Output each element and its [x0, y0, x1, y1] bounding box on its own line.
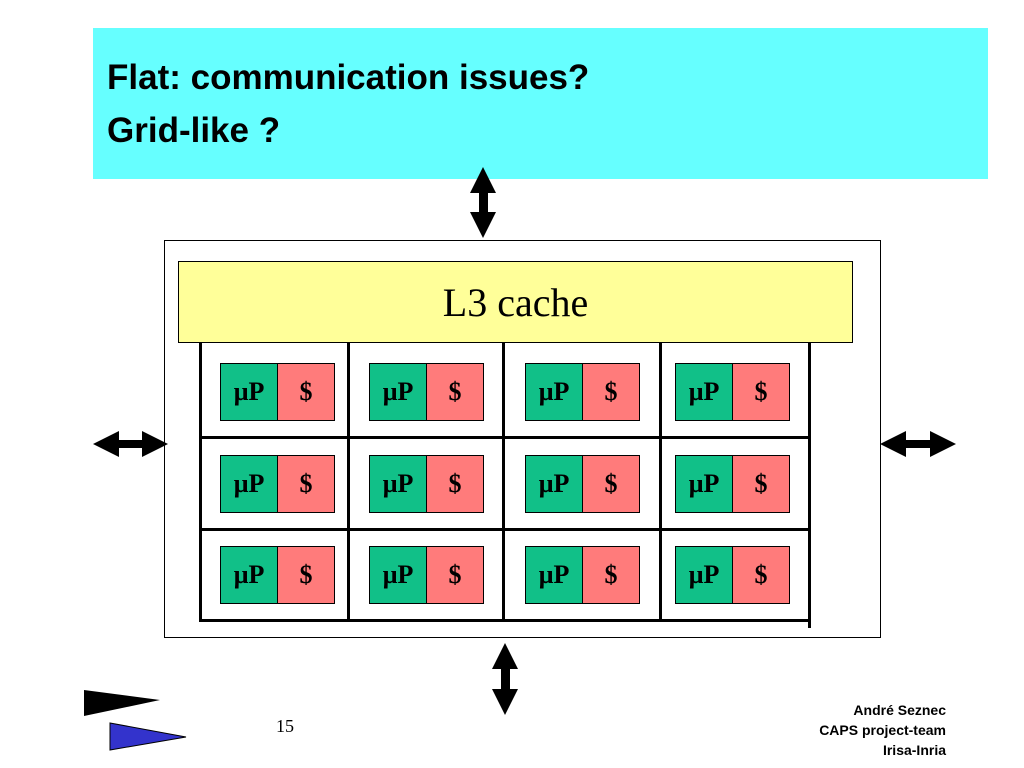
private-cache-label: $	[278, 364, 334, 420]
interconnect-hline-1	[199, 436, 811, 439]
processor-label: µP	[526, 547, 583, 603]
private-cache-label: $	[427, 547, 483, 603]
processor-label: µP	[676, 547, 733, 603]
processor-label: µP	[676, 456, 733, 512]
private-cache-label: $	[733, 364, 789, 420]
processor-label: µP	[676, 364, 733, 420]
private-cache-label: $	[427, 364, 483, 420]
private-cache-label: $	[583, 456, 639, 512]
slide-title-line-1: Flat: communication issues?	[107, 58, 590, 97]
core-r3-c1: µP$	[220, 546, 335, 604]
private-cache-label: $	[733, 547, 789, 603]
processor-label: µP	[221, 364, 278, 420]
arrow-left-horizontal	[93, 431, 168, 457]
core-r2-c1: µP$	[220, 455, 335, 513]
arrow-bottom-vertical	[492, 643, 518, 715]
page-number: 15	[276, 716, 294, 736]
processor-label: µP	[526, 456, 583, 512]
private-cache-label: $	[583, 364, 639, 420]
core-r2-c3: µP$	[525, 455, 640, 513]
author-name: André Seznec	[853, 702, 946, 718]
author-block: André Seznec CAPS project-team Irisa-Inr…	[819, 700, 946, 760]
processor-label: µP	[370, 456, 427, 512]
core-r1-c4: µP$	[675, 363, 790, 421]
processor-label: µP	[370, 547, 427, 603]
l3-cache-block: L3 cache	[178, 261, 853, 343]
core-r1-c1: µP$	[220, 363, 335, 421]
core-r3-c4: µP$	[675, 546, 790, 604]
core-r3-c3: µP$	[525, 546, 640, 604]
interconnect-vline-1	[199, 343, 202, 622]
interconnect-vline-3	[502, 343, 505, 622]
processor-label: µP	[526, 364, 583, 420]
interconnect-hline-2	[199, 528, 811, 531]
interconnect-hline-3	[199, 619, 811, 622]
slide-title-line-2: Grid-like ?	[107, 111, 281, 150]
interconnect-vline-4	[659, 343, 662, 622]
core-r3-c2: µP$	[369, 546, 484, 604]
core-r2-c2: µP$	[369, 455, 484, 513]
arrow-top-vertical	[470, 167, 496, 238]
core-r1-c2: µP$	[369, 363, 484, 421]
arrow-right-horizontal	[880, 431, 956, 457]
processor-label: µP	[221, 456, 278, 512]
processor-label: µP	[370, 364, 427, 420]
private-cache-label: $	[427, 456, 483, 512]
private-cache-label: $	[278, 547, 334, 603]
core-r1-c3: µP$	[525, 363, 640, 421]
logo-pennants-icon	[84, 690, 187, 751]
private-cache-label: $	[733, 456, 789, 512]
author-team: CAPS project-team	[819, 722, 946, 738]
slide-title-box: Flat: communication issues? Grid-like ?	[93, 28, 988, 179]
processor-label: µP	[221, 547, 278, 603]
interconnect-vline-5	[808, 343, 811, 628]
private-cache-label: $	[278, 456, 334, 512]
author-institution: Irisa-Inria	[882, 742, 946, 758]
interconnect-vline-2	[347, 343, 350, 622]
core-r2-c4: µP$	[675, 455, 790, 513]
private-cache-label: $	[583, 547, 639, 603]
